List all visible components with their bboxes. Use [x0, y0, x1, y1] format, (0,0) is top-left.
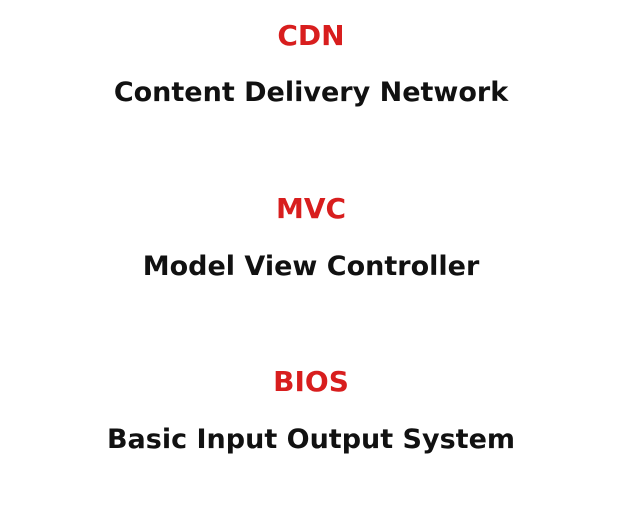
abbreviation-mvc: MVC	[275, 192, 347, 225]
expansion-mvc: Model View Controller	[142, 251, 480, 282]
expansion-bios: Basic Input Output System	[106, 424, 516, 455]
abbreviation-cdn: CDN	[277, 19, 345, 52]
abbreviation-bios: BIOS	[273, 365, 349, 398]
expansion-cdn: Content Delivery Network	[113, 77, 509, 108]
